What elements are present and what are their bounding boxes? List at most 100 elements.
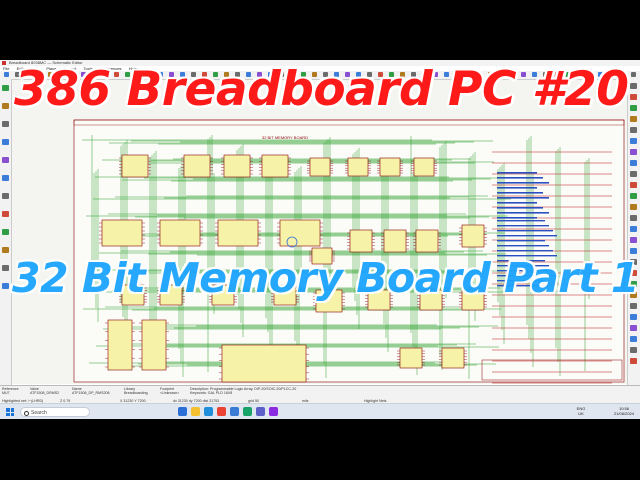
toolbar-tool-icon[interactable] (499, 72, 504, 77)
toolbar-tool-icon[interactable] (257, 72, 262, 77)
toolbar-tool-icon[interactable] (323, 72, 328, 77)
taskbar-search[interactable]: Search (20, 407, 90, 417)
edge-browser-icon[interactable] (204, 407, 213, 416)
toolbar-tool-icon[interactable] (400, 72, 405, 77)
right-tool-icon[interactable] (630, 182, 637, 188)
toolbar-tool-icon[interactable] (158, 72, 163, 77)
toolbar-tool-icon[interactable] (180, 72, 185, 77)
toolbar-tool-icon[interactable] (147, 72, 152, 77)
right-tool-icon[interactable] (630, 314, 637, 320)
right-tool-icon[interactable] (630, 336, 637, 342)
toolbar-tool-icon[interactable] (587, 72, 592, 77)
chrome-browser-icon[interactable] (217, 407, 226, 416)
toolbar-tool-icon[interactable] (356, 72, 361, 77)
toolbar-tool-icon[interactable] (191, 72, 196, 77)
right-tool-icon[interactable] (630, 127, 637, 133)
toolbar-tool-icon[interactable] (532, 72, 537, 77)
toolbar-tool-icon[interactable] (488, 72, 493, 77)
toolbar-tool-icon[interactable] (213, 72, 218, 77)
store-app-icon[interactable] (243, 407, 252, 416)
toolbar-tool-icon[interactable] (378, 72, 383, 77)
taskbar-clock[interactable]: 10:56 21/08/2024 (612, 406, 636, 416)
kicad-app-icon[interactable] (269, 407, 278, 416)
toolbar-tool-icon[interactable] (301, 72, 306, 77)
toolbar-tool-icon[interactable] (26, 72, 31, 77)
toolbar-tool-icon[interactable] (312, 72, 317, 77)
right-tool-icon[interactable] (630, 325, 637, 331)
toolbar-tool-icon[interactable] (92, 72, 97, 77)
right-tool-icon[interactable] (630, 358, 637, 364)
toolbar-tool-icon[interactable] (455, 72, 460, 77)
toolbar-tool-icon[interactable] (345, 72, 350, 77)
right-tool-icon[interactable] (630, 270, 637, 276)
toolbar-tool-icon[interactable] (59, 72, 64, 77)
toolbar-tool-icon[interactable] (466, 72, 471, 77)
toolbar-tool-icon[interactable] (598, 72, 603, 77)
right-tool-icon[interactable] (630, 237, 637, 243)
right-tool-icon[interactable] (630, 94, 637, 100)
right-tool-icon[interactable] (630, 193, 637, 199)
right-tool-icon[interactable] (630, 347, 637, 353)
right-tool-icon[interactable] (630, 149, 637, 155)
toolbar-tool-icon[interactable] (290, 72, 295, 77)
right-tool-icon[interactable] (630, 226, 637, 232)
toolbar-tool-icon[interactable] (48, 72, 53, 77)
right-tool-icon[interactable] (630, 215, 637, 221)
toolbar-tool-icon[interactable] (136, 72, 141, 77)
menu-edit[interactable]: Edit (16, 66, 24, 71)
toolbar-tool-icon[interactable] (235, 72, 240, 77)
mail-app-icon[interactable] (230, 407, 239, 416)
schematic-canvas[interactable]: 32 BIT MEMORY BOARD (12, 80, 627, 384)
right-tool-icon[interactable] (630, 281, 637, 287)
toolbar-tool-icon[interactable] (70, 72, 75, 77)
toolbar-tool-icon[interactable] (565, 72, 570, 77)
toolbar-tool-icon[interactable] (103, 72, 108, 77)
menu-tools[interactable]: Tools (83, 66, 93, 71)
menu-place[interactable]: Place (46, 66, 57, 71)
toolbar-tool-icon[interactable] (433, 72, 438, 77)
menu-preferences[interactable]: Preferences (99, 66, 122, 71)
left-tool-icon[interactable] (2, 85, 9, 91)
toolbar-tool-icon[interactable] (334, 72, 339, 77)
toolbar-tool-icon[interactable] (444, 72, 449, 77)
teams-app-icon[interactable] (256, 407, 265, 416)
toolbar-tool-icon[interactable] (279, 72, 284, 77)
toolbar-tool-icon[interactable] (246, 72, 251, 77)
toolbar-tool-icon[interactable] (609, 72, 614, 77)
left-tool-icon[interactable] (2, 247, 9, 253)
toolbar-tool-icon[interactable] (367, 72, 372, 77)
left-tool-icon[interactable] (2, 175, 9, 181)
toolbar-tool-icon[interactable] (631, 72, 636, 77)
windows-start-icon[interactable] (6, 408, 14, 416)
file-explorer-icon[interactable] (191, 407, 200, 416)
toolbar-tool-icon[interactable] (554, 72, 559, 77)
menu-file[interactable]: File (3, 66, 10, 71)
toolbar-tool-icon[interactable] (15, 72, 20, 77)
toolbar-tool-icon[interactable] (125, 72, 130, 77)
toolbar-tool-icon[interactable] (620, 72, 625, 77)
right-tool-icon[interactable] (630, 204, 637, 210)
right-tool-icon[interactable] (630, 171, 637, 177)
toolbar-tool-icon[interactable] (576, 72, 581, 77)
left-tool-icon[interactable] (2, 283, 9, 289)
right-tool-icon[interactable] (630, 116, 637, 122)
left-tool-icon[interactable] (2, 157, 9, 163)
left-tool-icon[interactable] (2, 229, 9, 235)
left-tool-icon[interactable] (2, 121, 9, 127)
toolbar-tool-icon[interactable] (510, 72, 515, 77)
toolbar-tool-icon[interactable] (521, 72, 526, 77)
toolbar-tool-icon[interactable] (268, 72, 273, 77)
left-tool-icon[interactable] (2, 193, 9, 199)
right-tool-icon[interactable] (630, 303, 637, 309)
toolbar-tool-icon[interactable] (114, 72, 119, 77)
toolbar-tool-icon[interactable] (411, 72, 416, 77)
left-tool-icon[interactable] (2, 139, 9, 145)
task-view-icon[interactable] (178, 407, 187, 416)
menu-view[interactable]: View (30, 66, 40, 71)
left-tool-icon[interactable] (2, 265, 9, 271)
right-tool-icon[interactable] (630, 138, 637, 144)
toolbar-tool-icon[interactable] (4, 72, 9, 77)
toolbar-tool-icon[interactable] (37, 72, 42, 77)
toolbar-tool-icon[interactable] (169, 72, 174, 77)
menu-inspect[interactable]: Inspect (63, 66, 77, 71)
